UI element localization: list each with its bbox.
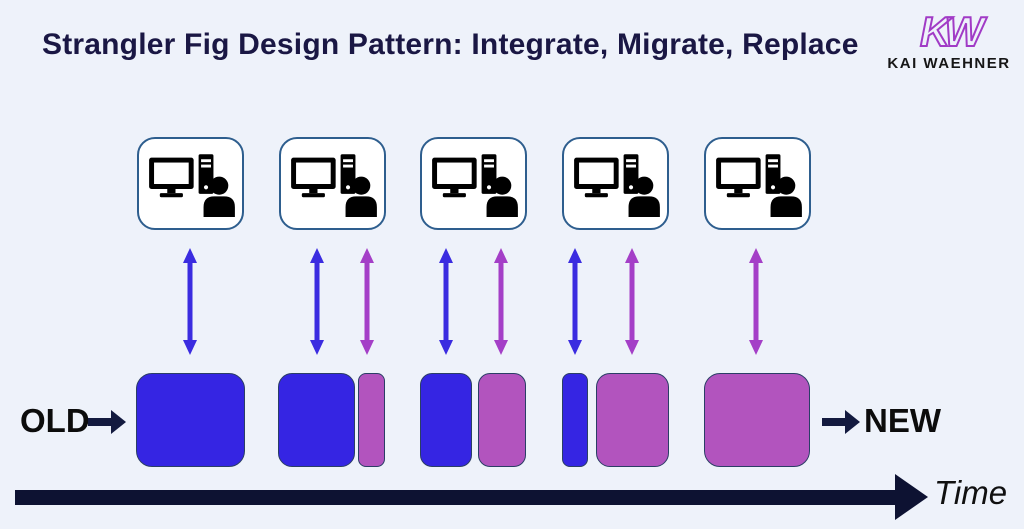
- computer-user-icon: [432, 154, 518, 217]
- client-box-stage-1: [137, 137, 244, 230]
- old-system-arrow-stage-1: [181, 248, 199, 355]
- old-right-arrow-icon: [88, 410, 126, 434]
- old-system-segment-stage-2: [278, 373, 355, 467]
- new-system-arrow-stage-5: [747, 248, 765, 355]
- client-box-stage-4: [562, 137, 669, 230]
- computer-user-icon: [149, 154, 235, 217]
- new-system-arrow-stage-2: [358, 248, 376, 355]
- computer-tower-icon: [765, 154, 781, 194]
- page-title: Strangler Fig Design Pattern: Integrate,…: [42, 28, 859, 61]
- logo-name: KAI WAEHNER: [887, 55, 1011, 72]
- new-system-segment-stage-2: [358, 373, 385, 467]
- client-box-stage-5: [704, 137, 811, 230]
- person-icon: [345, 176, 377, 217]
- monitor-icon: [716, 157, 761, 198]
- new-right-arrow-icon: [822, 410, 860, 434]
- computer-tower-icon: [623, 154, 639, 194]
- kai-waehner-logo: KW KAI WAEHNER: [880, 8, 1018, 73]
- monitor-icon: [432, 157, 477, 198]
- old-system-segment-stage-4: [562, 373, 588, 467]
- new-system-arrow-stage-3: [492, 248, 510, 355]
- new-system-segment-stage-4: [596, 373, 669, 467]
- client-box-stage-2: [279, 137, 386, 230]
- old-system-arrow-stage-3: [437, 248, 455, 355]
- old-label: OLD: [20, 402, 90, 439]
- old-system-segment-stage-1: [136, 373, 245, 467]
- monitor-icon: [291, 157, 336, 198]
- computer-user-icon: [574, 154, 660, 217]
- new-system-segment-stage-5: [704, 373, 810, 467]
- timeline-arrowhead-icon: [895, 474, 928, 520]
- computer-tower-icon: [340, 154, 356, 194]
- new-system-arrow-stage-4: [623, 248, 641, 355]
- old-system-arrow-stage-4: [566, 248, 584, 355]
- new-system-segment-stage-3: [478, 373, 526, 467]
- computer-user-icon: [291, 154, 377, 217]
- person-icon: [628, 176, 660, 217]
- computer-tower-icon: [481, 154, 497, 194]
- computer-tower-icon: [198, 154, 214, 194]
- person-icon: [486, 176, 518, 217]
- timeline-arrow: [15, 490, 895, 505]
- computer-user-icon: [716, 154, 802, 217]
- kw-monogram: KW: [919, 8, 985, 55]
- person-icon: [203, 176, 235, 217]
- client-box-stage-3: [420, 137, 527, 230]
- new-label: NEW: [864, 402, 941, 439]
- old-system-segment-stage-3: [420, 373, 472, 467]
- old-system-arrow-stage-2: [308, 248, 326, 355]
- monitor-icon: [574, 157, 619, 198]
- person-icon: [770, 176, 802, 217]
- time-label: Time: [934, 474, 1008, 511]
- monitor-icon: [149, 157, 194, 198]
